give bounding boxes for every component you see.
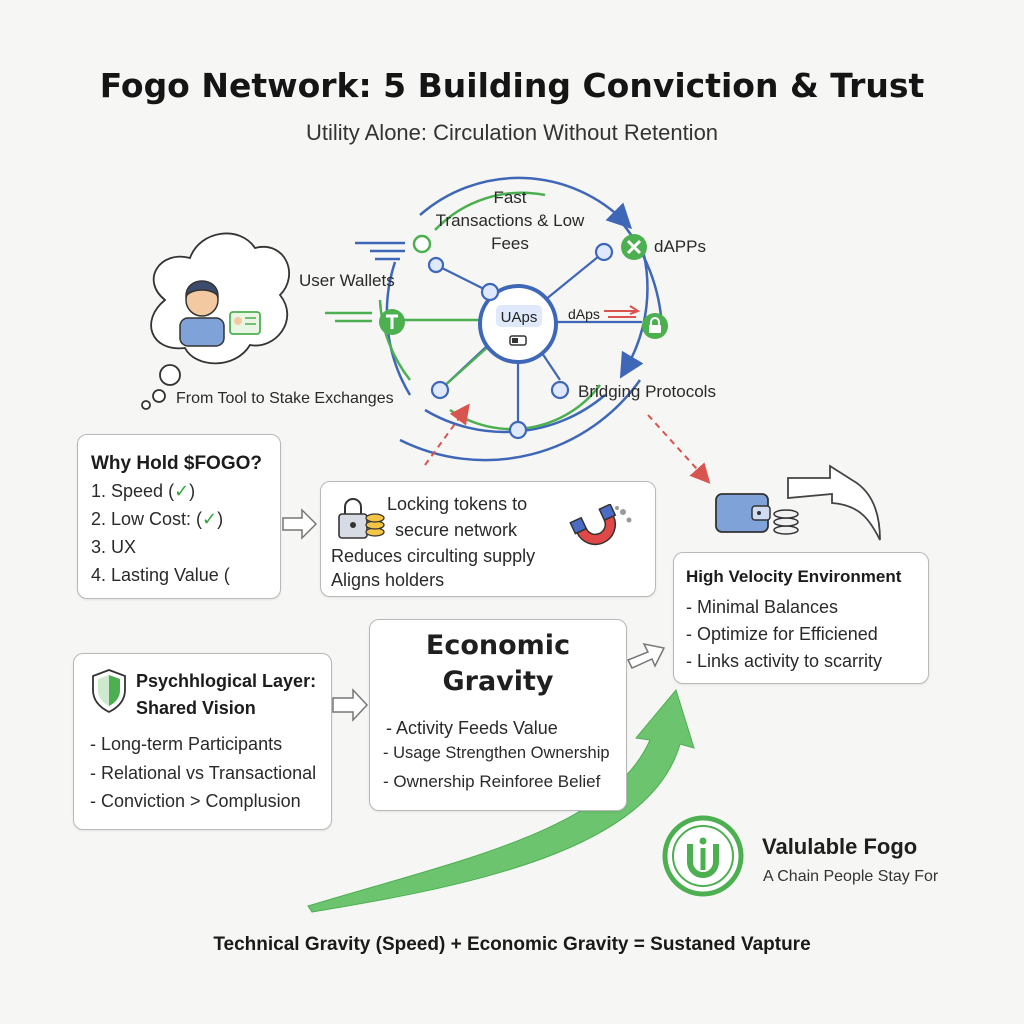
economic-gravity-title: Economic Gravity	[425, 630, 571, 697]
page-subtitle: Utility Alone: Circulation Without Reten…	[305, 120, 719, 145]
speed-lines-left	[355, 241, 405, 261]
footer-equation: Technical Gravity (Speed) + Economic Gra…	[213, 934, 811, 955]
magnet-icon	[569, 504, 632, 546]
red-dashed-arrow-right	[647, 414, 711, 484]
psychological-item: - Long-term Participants	[90, 734, 283, 754]
daps-red-arrow	[604, 305, 641, 318]
high-velocity-box: High Velocity Environment - Minimal Bala…	[673, 552, 929, 684]
valuable-fogo-title: Valulable Fogo	[762, 834, 918, 859]
daps-label: dAps	[568, 306, 600, 322]
bridging-protocols-label: Bridging Protocols	[578, 382, 716, 401]
dapps-label: dAPPs	[654, 237, 706, 256]
why-hold-item: 1. Speed (✓)	[91, 481, 196, 501]
network-nodes	[427, 242, 614, 440]
why-hold-item: 2. Low Cost: (✓)	[91, 509, 224, 529]
psychological-item: - Relational vs Transactional	[90, 763, 317, 783]
coin-stack-icon	[773, 509, 799, 535]
locking-line-2: secure network	[395, 520, 518, 540]
valuable-fogo-subtitle: A Chain People Stay For	[763, 868, 939, 885]
lock-coins-icon	[338, 498, 385, 539]
green-link-stake	[439, 344, 491, 391]
economic-gravity-item: - Activity Feeds Value	[386, 718, 558, 738]
high-velocity-item: - Links activity to scarrity	[686, 651, 883, 671]
curved-outline-arrow	[787, 464, 881, 541]
token-node-icon	[379, 309, 405, 335]
wallet-icon	[715, 493, 771, 533]
economic-gravity-item: - Ownership Reinforee Belief	[383, 772, 601, 791]
lock-node-icon	[642, 313, 668, 339]
high-velocity-item: - Optimize for Efficiened	[686, 624, 878, 644]
node-green-top	[412, 234, 432, 254]
high-velocity-item: - Minimal Balances	[686, 597, 839, 617]
why-hold-item: 3. UX	[91, 537, 137, 557]
person-avatar-icon	[179, 280, 261, 347]
user-wallets-label: User Wallets	[299, 271, 395, 290]
center-hub-battery	[509, 335, 527, 346]
red-dashed-arrow-left	[424, 403, 470, 466]
outline-arrows	[282, 508, 666, 722]
dapps-icon	[621, 234, 647, 260]
economic-gravity-item: - Usage Strengthen Ownership	[383, 744, 610, 762]
psychological-item: - Conviction > Complusion	[90, 791, 301, 811]
locking-line-4: Aligns holders	[331, 570, 445, 590]
fogo-logo-icon	[662, 815, 744, 897]
center-hub-card	[496, 305, 542, 327]
stake-exchanges-label: From Tool to Stake Exchanges	[176, 390, 394, 407]
locking-line-3: Reduces circulting supply	[331, 546, 536, 566]
shield-icon	[92, 669, 126, 714]
psychological-box: Psychhlogical Layer: Shared Vision - Lon…	[73, 653, 332, 830]
why-hold-box: Why Hold $FOGO? 1. Speed (✓) 2. Low Cost…	[77, 434, 281, 599]
fast-transactions-label: Fast Transactions & Low Fees	[435, 188, 585, 253]
speed-lines-green	[325, 311, 372, 323]
page-title: Fogo Network: 5 Building Conviction & Tr…	[99, 66, 925, 105]
center-hub-label: UAps	[500, 309, 538, 326]
why-hold-item: 4. Lasting Value (	[91, 565, 230, 585]
psychological-title: Psychhlogical Layer: Shared Vision	[136, 671, 317, 718]
economic-gravity-box: Economic Gravity - Activity Feeds Value …	[369, 619, 627, 811]
locking-box: Locking tokens to secure network Reduces…	[320, 481, 656, 597]
why-hold-title: Why Hold $FOGO?	[91, 453, 262, 474]
locking-line-1: Locking tokens to	[387, 494, 528, 514]
high-velocity-title: High Velocity Environment	[686, 567, 902, 586]
